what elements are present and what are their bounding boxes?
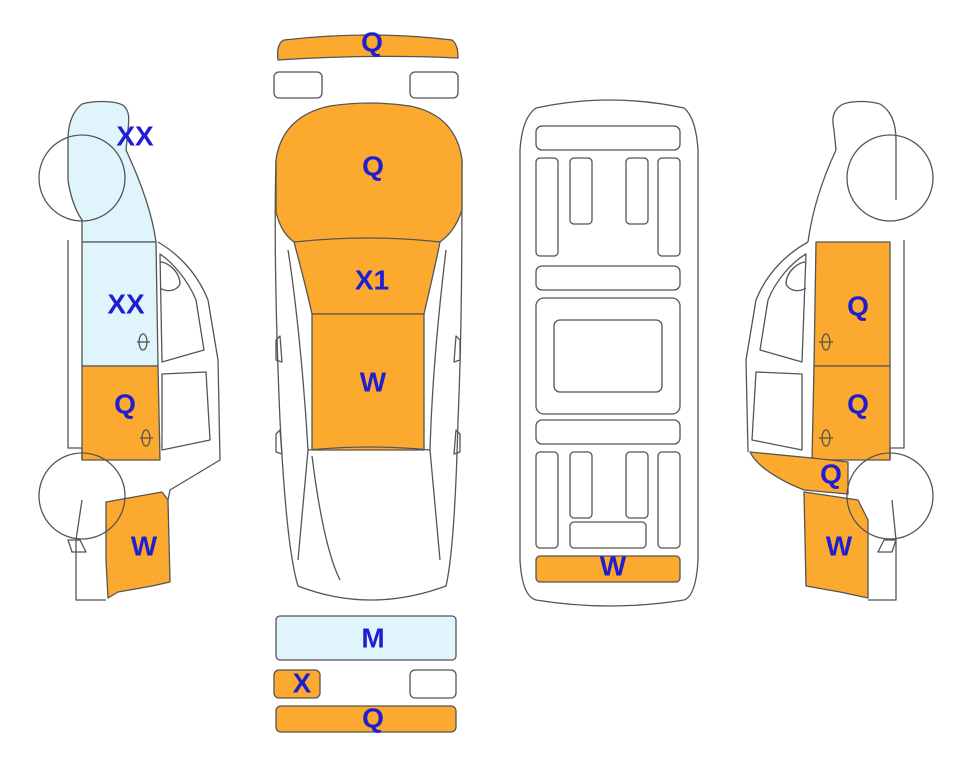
label-left-front-door: XX <box>107 288 145 319</box>
right-side-body-outline <box>745 100 905 601</box>
left-side-view <box>38 100 221 601</box>
label-right-rear-door: Q <box>847 388 869 419</box>
rear-light-right <box>409 669 457 699</box>
right-side-view <box>745 100 934 601</box>
right-side-mirror <box>785 261 807 292</box>
left-side-body-outline <box>67 240 221 601</box>
rear-bumper-upper-panel[interactable] <box>275 615 457 661</box>
right-rear-wheel <box>846 452 934 540</box>
label-left-rear-quarter: W <box>131 530 158 561</box>
left-rear-wheel <box>38 452 126 540</box>
label-front-bumper-top: Q <box>361 26 383 57</box>
top-view-handle-left <box>275 429 283 455</box>
right-side-glass <box>751 253 807 451</box>
left-side-glass <box>159 253 211 451</box>
panel-labels: Q Q X1 W M X Q W XX XX Q W Q Q Q W <box>107 26 869 733</box>
left-front-wheel <box>38 134 126 222</box>
left-front-fender-panel[interactable] <box>67 100 157 243</box>
label-hood: Q <box>362 150 384 181</box>
left-rear-quarter-panel[interactable] <box>105 491 171 599</box>
left-mudflap <box>67 539 87 553</box>
roof-front-panel[interactable] <box>293 237 441 315</box>
left-front-door-handle-icon <box>137 333 150 351</box>
label-right-sill: Q <box>820 458 842 489</box>
label-underbody-rear: W <box>600 550 627 581</box>
top-view-mirror-right <box>453 335 461 363</box>
hood-panel[interactable] <box>275 102 463 243</box>
top-view-mirror-left <box>275 335 283 363</box>
label-roof-rear: W <box>360 366 387 397</box>
right-sill-panel[interactable] <box>749 451 849 495</box>
label-left-front-fender: XX <box>116 120 154 151</box>
rear-bumper-bottom-panel[interactable] <box>275 705 457 733</box>
right-front-wheel <box>846 134 934 222</box>
left-side-mirror <box>159 261 181 292</box>
front-headlight-right <box>409 71 459 99</box>
right-rear-quarter-panel[interactable] <box>803 491 869 599</box>
right-front-fender-outline <box>879 103 897 200</box>
label-left-rear-door: Q <box>114 388 136 419</box>
left-rear-door-panel[interactable] <box>81 365 161 461</box>
label-right-front-door: Q <box>847 290 869 321</box>
top-view-handle-right <box>453 429 461 455</box>
label-rear-bumper-upper: M <box>361 622 384 653</box>
label-rear-plate-left: X <box>293 667 312 698</box>
right-mudflap <box>877 539 897 553</box>
front-headlight-left <box>273 71 323 99</box>
left-rear-door-handle-icon <box>140 429 153 447</box>
top-view-side-glass <box>287 249 447 581</box>
label-right-rear-quarter: W <box>826 530 853 561</box>
underbody-rear-panel[interactable] <box>535 555 681 583</box>
top-view <box>273 34 463 733</box>
rear-plate-left-panel[interactable] <box>273 669 321 699</box>
label-rear-bumper-bottom: Q <box>362 702 384 733</box>
right-front-door-handle-icon <box>819 333 833 351</box>
underbody-view <box>519 99 699 607</box>
label-roof-front: X1 <box>355 264 389 295</box>
front-bumper-top-panel[interactable] <box>276 34 459 61</box>
underbody-outline <box>519 99 699 607</box>
right-rear-door-handle-icon <box>819 429 833 447</box>
